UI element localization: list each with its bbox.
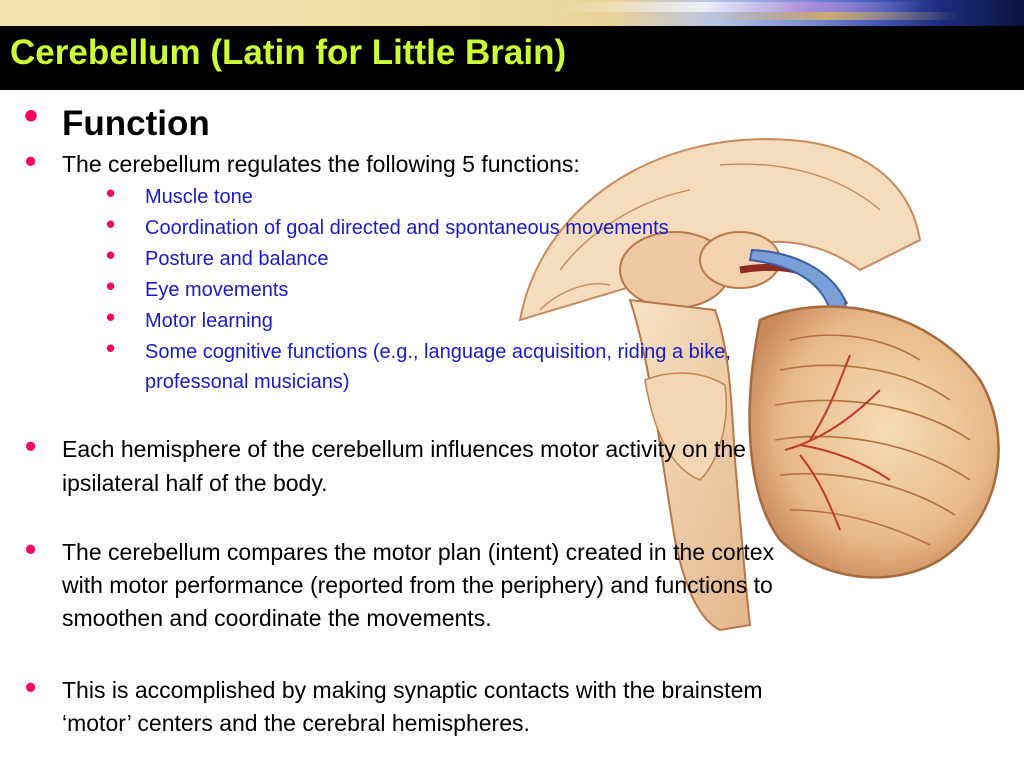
point-line: ipsilateral half of the body. — [62, 470, 328, 496]
function-item: Some cognitive functions (e.g., language… — [145, 341, 731, 363]
function-item-continued: professonal musicians) — [145, 371, 350, 393]
point-line: The cerebellum compares the motor plan (… — [62, 539, 775, 565]
bullet-icon: • — [25, 531, 37, 567]
function-item: Posture and balance — [145, 248, 329, 270]
intro-text: The cerebellum regulates the following 5… — [62, 151, 580, 177]
point-line: with motor performance (reported from th… — [62, 572, 773, 598]
slide-title: Cerebellum (Latin for Little Brain) — [10, 33, 567, 72]
cerebellum-illustration — [518, 138, 1000, 632]
function-item: Motor learning — [145, 310, 273, 332]
function-item: Coordination of goal directed and sponta… — [145, 217, 669, 239]
bullet-icon: • — [25, 428, 37, 464]
point-line: smoothen and coordinate the movements. — [62, 605, 492, 631]
title-bar — [0, 26, 1024, 90]
function-item: Eye movements — [145, 279, 289, 301]
section-heading: Function — [62, 104, 210, 143]
bullet-icon: • — [106, 271, 116, 301]
bullet-icon: • — [25, 669, 37, 705]
bullet-icon: • — [106, 178, 116, 208]
bullet-icon: • — [106, 302, 116, 332]
bullet-icon: • — [106, 209, 116, 239]
bullet-icon: • — [106, 240, 116, 270]
function-item: Muscle tone — [145, 186, 253, 208]
bullet-icon: • — [25, 143, 37, 179]
point-line: ‘motor’ centers and the cerebral hemisph… — [62, 710, 530, 736]
bullet-icon: • — [24, 94, 39, 138]
point-line: Each hemisphere of the cerebellum influe… — [62, 436, 746, 462]
bullet-icon: • — [106, 333, 116, 363]
point-line: This is accomplished by making synaptic … — [62, 677, 763, 703]
decorative-header-strip — [0, 0, 1024, 26]
